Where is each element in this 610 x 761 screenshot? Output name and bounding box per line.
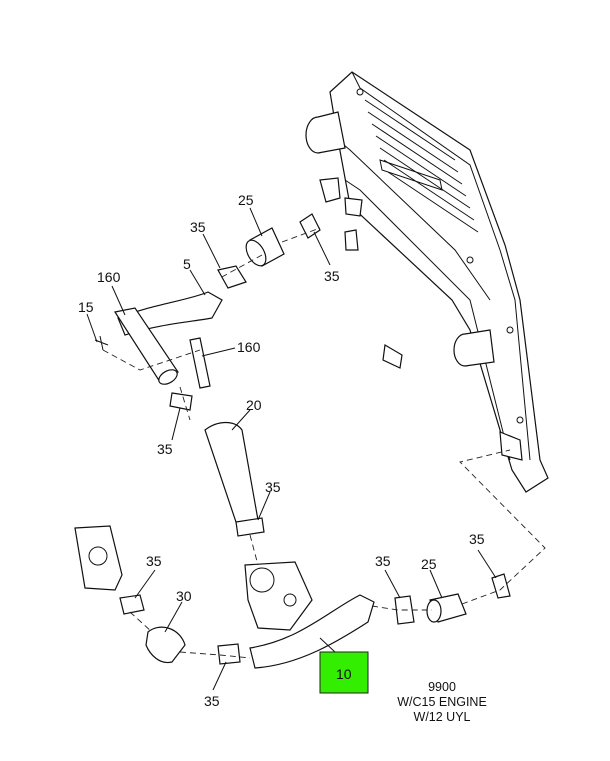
callout-35-f[interactable]: 35 — [204, 693, 220, 709]
callout-160-a[interactable]: 160 — [97, 269, 121, 285]
callout-35-g[interactable]: 35 — [375, 553, 391, 569]
caption-line-3: W/12 UYL — [413, 710, 471, 724]
lower-piping — [74, 525, 511, 669]
callout-labels: 25 35 35 160 5 15 160 20 35 35 35 30 35 … — [78, 192, 485, 709]
callout-25-top[interactable]: 25 — [238, 192, 254, 208]
diagram-caption: 9900 W/C15 ENGINE W/12 UYL — [372, 680, 512, 725]
part-10-highlight[interactable] — [319, 651, 369, 694]
callout-5[interactable]: 5 — [183, 256, 191, 272]
assembly-lines — [102, 227, 546, 659]
upper-piping — [94, 213, 321, 537]
callout-160-b[interactable]: 160 — [237, 339, 261, 355]
callout-35-c[interactable]: 35 — [157, 441, 173, 457]
callout-10[interactable]: 10 — [336, 666, 352, 682]
callout-15[interactable]: 15 — [78, 299, 94, 315]
callout-30[interactable]: 30 — [176, 588, 192, 604]
callout-35-a[interactable]: 35 — [190, 219, 206, 235]
callout-35-d[interactable]: 35 — [265, 479, 281, 495]
callout-35-h[interactable]: 35 — [469, 531, 485, 547]
leader-lines — [86, 207, 497, 691]
callout-35-b[interactable]: 35 — [324, 268, 340, 284]
caption-line-2: W/C15 ENGINE — [397, 695, 487, 709]
callout-35-e[interactable]: 35 — [146, 553, 162, 569]
caption-line-1: 9900 — [428, 680, 456, 694]
callout-20[interactable]: 20 — [246, 397, 262, 413]
radiator-assembly — [305, 71, 549, 493]
callout-25-bottom[interactable]: 25 — [421, 556, 437, 572]
